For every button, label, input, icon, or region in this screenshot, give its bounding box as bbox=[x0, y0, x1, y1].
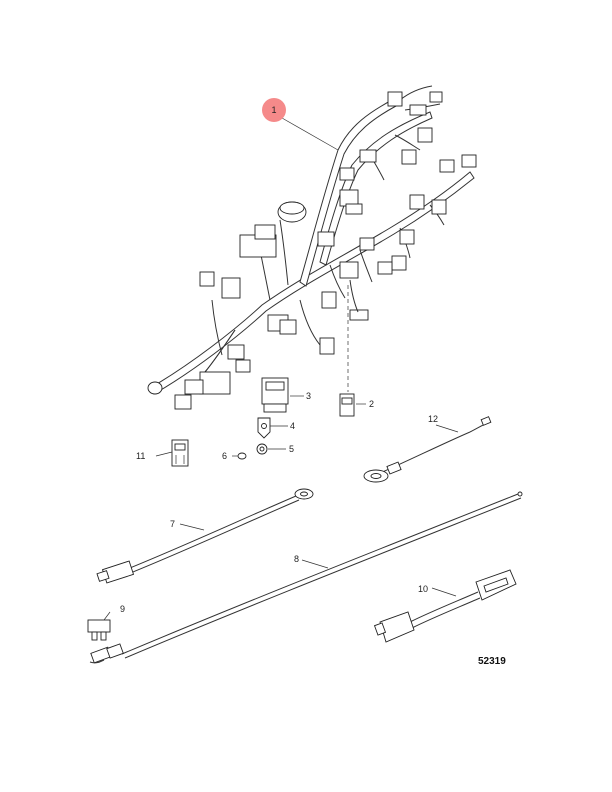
callout-12[interactable]: 12 bbox=[428, 414, 438, 424]
part-6-cap[interactable] bbox=[237, 452, 247, 460]
callout-1[interactable]: 1 bbox=[271, 105, 276, 115]
callout-3[interactable]: 3 bbox=[306, 391, 311, 401]
callout-2[interactable]: 2 bbox=[369, 399, 374, 409]
engine-wiring-harness[interactable] bbox=[147, 85, 477, 410]
figure-number: 52319 bbox=[478, 656, 506, 667]
callout-6[interactable]: 6 bbox=[222, 451, 227, 461]
callout-7[interactable]: 7 bbox=[170, 519, 175, 529]
part-4-terminal[interactable] bbox=[257, 417, 271, 439]
callout-11[interactable]: 11 bbox=[136, 451, 145, 461]
part-8-long-cable[interactable] bbox=[89, 491, 523, 664]
part-7-cable[interactable] bbox=[96, 488, 314, 584]
part-5-grommet[interactable] bbox=[256, 443, 268, 455]
part-10-adapter-harness[interactable] bbox=[373, 569, 517, 643]
callout-10[interactable]: 10 bbox=[418, 584, 428, 594]
part-2-connector[interactable] bbox=[339, 285, 355, 417]
callout-4[interactable]: 4 bbox=[290, 421, 295, 431]
part-3-relay-block[interactable] bbox=[261, 377, 289, 413]
part-9-fuse[interactable] bbox=[87, 619, 111, 641]
callout-5[interactable]: 5 bbox=[289, 444, 294, 454]
callout-9[interactable]: 9 bbox=[120, 604, 125, 614]
part-12-ground-cable[interactable] bbox=[363, 416, 492, 483]
callout-1-highlight bbox=[262, 98, 286, 122]
callout-8[interactable]: 8 bbox=[294, 554, 299, 564]
part-11-connector[interactable] bbox=[171, 439, 189, 467]
